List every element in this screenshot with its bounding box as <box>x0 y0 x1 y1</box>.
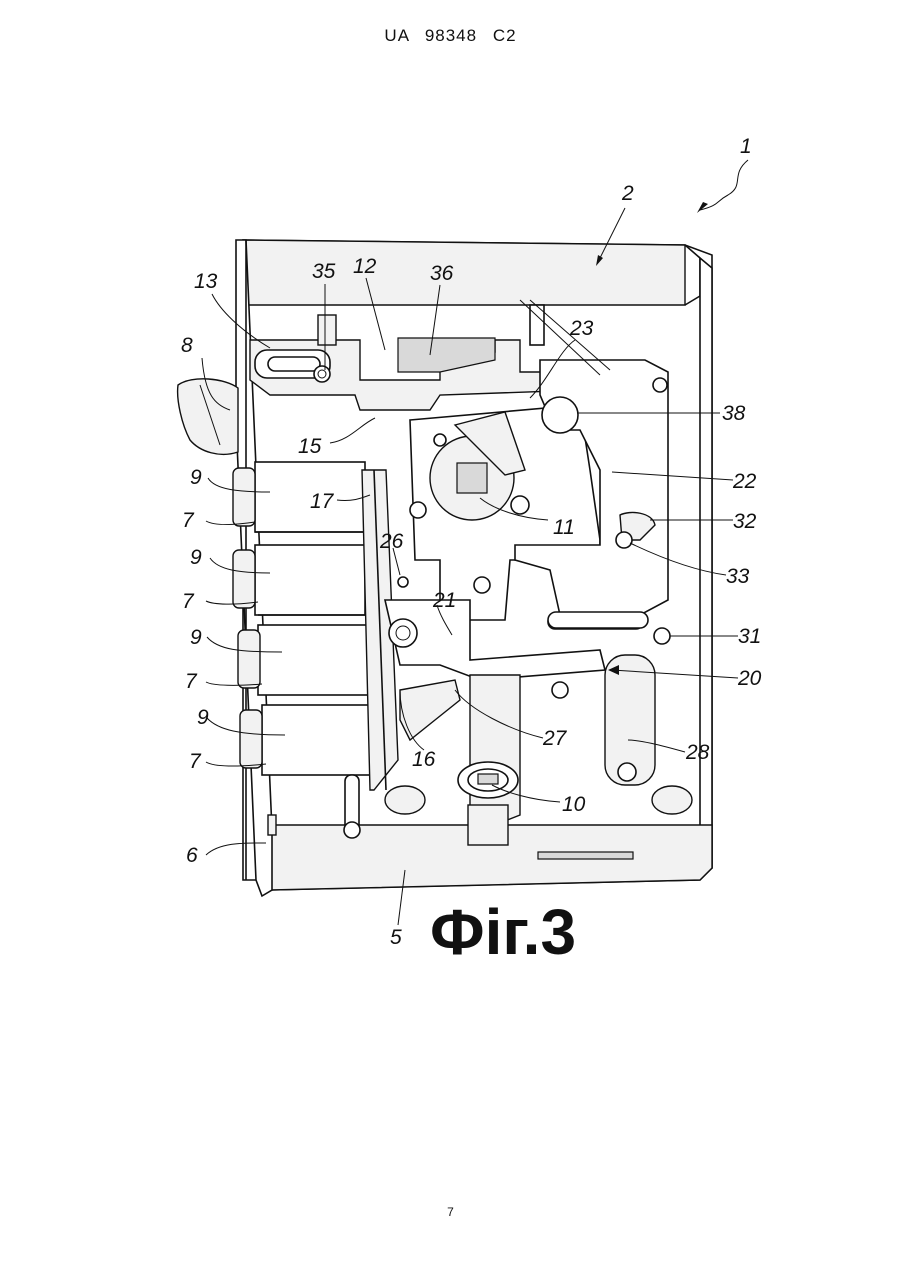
label-2: 2 <box>621 182 634 205</box>
label-9c: 9 <box>190 626 202 649</box>
label-36: 36 <box>430 262 454 285</box>
label-27: 27 <box>542 727 568 750</box>
label-28: 28 <box>685 741 710 764</box>
label-1: 1 <box>740 135 752 158</box>
label-23: 23 <box>569 317 594 340</box>
label-7b: 7 <box>182 590 195 613</box>
latch-bolt <box>178 379 238 455</box>
top-plate <box>243 240 685 305</box>
label-9a: 9 <box>190 466 202 489</box>
label-20: 20 <box>737 667 762 690</box>
label-22: 22 <box>732 470 757 493</box>
label-7d: 7 <box>189 750 202 773</box>
label-5: 5 <box>390 926 402 949</box>
label-10: 10 <box>562 793 586 816</box>
label-13: 13 <box>194 270 218 293</box>
label-33: 33 <box>726 565 750 588</box>
label-9b: 9 <box>190 546 202 569</box>
label-17: 17 <box>310 490 335 513</box>
label-7c: 7 <box>185 670 198 693</box>
label-12: 12 <box>353 255 377 278</box>
label-31: 31 <box>738 625 761 648</box>
label-32: 32 <box>733 510 757 533</box>
label-16: 16 <box>412 748 436 771</box>
label-9d: 9 <box>197 706 209 729</box>
label-8: 8 <box>181 334 193 357</box>
label-38: 38 <box>722 402 746 425</box>
figure-title: Фіг.3 <box>430 900 576 964</box>
label-21: 21 <box>432 589 456 612</box>
label-15: 15 <box>298 435 322 458</box>
page-number: 7 <box>0 1205 901 1219</box>
label-11: 11 <box>553 516 575 539</box>
label-35: 35 <box>312 260 336 283</box>
label-7a: 7 <box>182 509 195 532</box>
lever-28 <box>605 655 655 785</box>
label-26: 26 <box>379 530 404 553</box>
label-6: 6 <box>186 844 198 867</box>
